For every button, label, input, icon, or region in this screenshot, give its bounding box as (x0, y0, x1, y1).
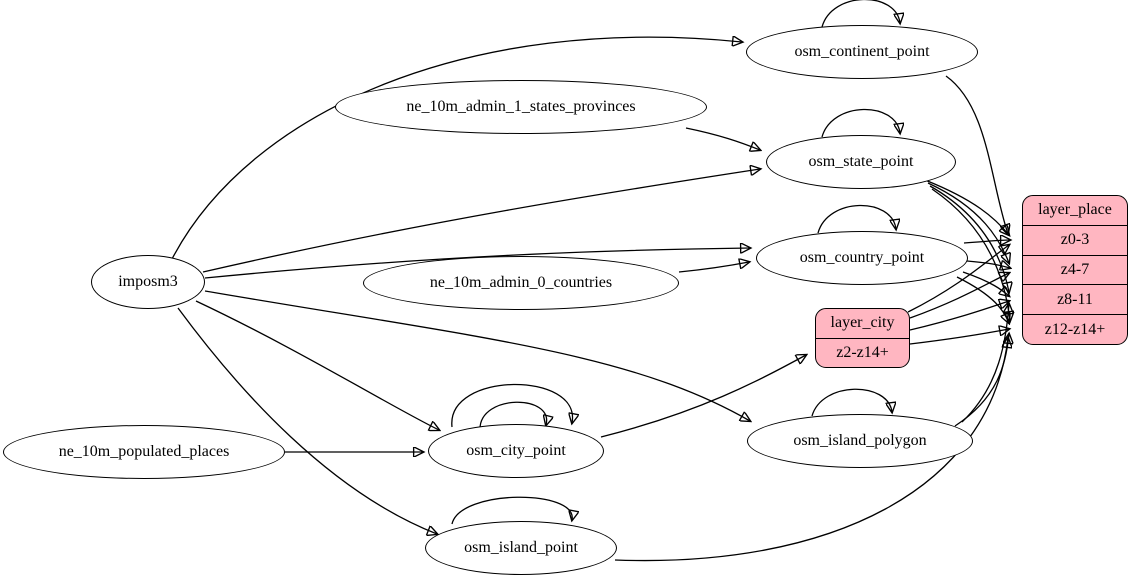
record-layer_place: layer_place z0-3 z4-7 z8-11 z12-z14+ (1022, 195, 1128, 345)
edge-layer_city-to-z0-3 (907, 245, 1009, 313)
node-osm_country_point: osm_country_point (756, 231, 968, 285)
node-ne_10m_populated_places-label: ne_10m_populated_places (58, 443, 230, 460)
node-osm_city_point-label: osm_city_point (466, 442, 566, 459)
edge-osm_island_polygon-to-z12-z14 (954, 334, 1009, 427)
record-layer_city-row-z2-z14: z2-z14+ (816, 337, 909, 368)
selfloop-osm_island_point (451, 496, 572, 525)
node-ne_10m_populated_places: ne_10m_populated_places (3, 425, 285, 479)
node-osm_state_point: osm_state_point (766, 135, 956, 189)
edge-osm_country_point-to-z12-z14 (956, 276, 1009, 323)
edge-osm_country_point-to-z0-3 (963, 240, 1010, 243)
edge-ne_10m_admin_1-to-osm_state_point (685, 127, 760, 150)
node-imposm3: imposm3 (91, 255, 205, 309)
node-osm_state_point-label: osm_state_point (808, 153, 914, 170)
node-ne_10m_admin_0_countries-label: ne_10m_admin_0_countries (429, 274, 613, 291)
edge-imposm3-to-osm_continent_point (171, 37, 742, 260)
node-osm_island_polygon-label: osm_island_polygon (793, 432, 927, 449)
record-layer_place-row-z0-3: z0-3 (1023, 224, 1127, 255)
node-osm_island_point-label: osm_island_point (464, 539, 578, 556)
edge-osm_city_point-to-layer_city-z2 (600, 355, 806, 438)
edge-layer_city-to-z4-7 (909, 273, 1009, 319)
node-osm_continent_point: osm_continent_point (746, 25, 978, 79)
record-layer_place-row-z4-7: z4-7 (1023, 254, 1127, 285)
edge-ne_10m_admin_0-to-osm_country_point (678, 262, 749, 273)
edge-layer_city-to-z12-z14 (909, 329, 1009, 345)
record-layer_place-row-z8-11: z8-11 (1023, 284, 1127, 314)
node-imposm3-label: imposm3 (118, 273, 178, 290)
edge-imposm3-to-osm_island_point (177, 307, 437, 534)
edge-osm_island_point-to-z12-z14 (614, 338, 1008, 562)
node-ne_10m_admin_1_states_provinces-label: ne_10m_admin_1_states_provinces (406, 98, 636, 115)
node-osm_city_point: osm_city_point (428, 424, 604, 478)
edge-imposm3-to-osm_island_polygon (204, 290, 750, 421)
node-osm_island_point: osm_island_point (425, 521, 617, 575)
selfloop-osm_continent_point (821, 0, 900, 28)
record-layer_place-row-z12-z14: z12-z14+ (1023, 314, 1127, 344)
edge-osm_island_polygon-to-z8-11 (961, 304, 1009, 423)
edge-layer_city-to-z8-11 (909, 301, 1009, 331)
edge-osm_country_point-to-z4-7 (966, 261, 1010, 268)
node-osm_country_point-label: osm_country_point (799, 249, 925, 266)
record-layer_place-title: layer_place (1038, 201, 1112, 219)
node-ne_10m_admin_1_states_provinces: ne_10m_admin_1_states_provinces (335, 80, 707, 134)
selfloop-outer-osm_city_point (451, 383, 573, 428)
node-ne_10m_admin_0_countries: ne_10m_admin_0_countries (363, 256, 679, 310)
record-layer_city-title: layer_city (830, 314, 895, 332)
selfloop-osm_state_point (821, 108, 900, 138)
selfloop-osm_country_point (817, 204, 896, 234)
edge-osm_state_point-to-z0-3 (924, 179, 1009, 235)
node-osm_island_polygon: osm_island_polygon (747, 414, 973, 468)
edge-imposm3-to-osm_city_point (195, 300, 439, 430)
record-layer_city: layer_city z2-z14+ (815, 308, 910, 368)
edge-imposm3-to-osm_state_point (202, 169, 760, 273)
edge-osm_continent_point-to-z0-3 (945, 75, 1008, 234)
selfloop-inner-osm_city_point (479, 401, 547, 430)
node-osm_continent_point-label: osm_continent_point (794, 43, 930, 60)
selfloop-osm_island_polygon (811, 388, 892, 417)
